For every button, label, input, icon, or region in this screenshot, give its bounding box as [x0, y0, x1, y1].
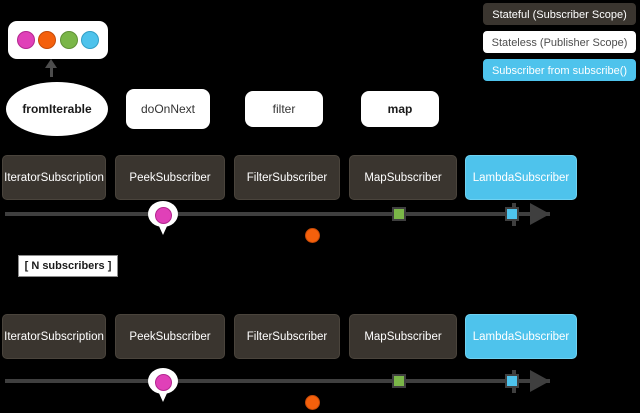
marble-magenta-1 — [155, 207, 172, 224]
orange-dot-icon — [38, 31, 57, 49]
chain-box-iteratorsubscription-2[interactable]: IteratorSubscription — [2, 314, 106, 359]
timeline-line-1 — [5, 212, 550, 216]
blue-dot-icon — [81, 31, 100, 49]
marble-green-1 — [392, 207, 406, 221]
source-marble-box — [8, 21, 108, 59]
timeline-line-2 — [5, 379, 550, 383]
marble-blue-2 — [505, 374, 519, 388]
chain-box-peeksubscriber-1[interactable]: PeekSubscriber — [115, 155, 225, 200]
marble-bubble-tail-2-icon — [158, 391, 168, 402]
marble-blue-1 — [505, 207, 519, 221]
operator-filter[interactable]: filter — [245, 91, 323, 127]
magenta-dot-icon — [16, 31, 35, 49]
timeline-arrowhead-1-icon — [530, 203, 550, 225]
legend-item-stateful: Stateful (Subscriber Scope) — [483, 3, 636, 25]
operator-map[interactable]: map — [361, 91, 439, 127]
chain-box-lambdasubscriber-1[interactable]: LambdaSubscriber — [465, 155, 577, 200]
chain-box-filtersubscriber-1[interactable]: FilterSubscriber — [234, 155, 340, 200]
marble-magenta-2 — [155, 374, 172, 391]
marble-green-2 — [392, 374, 406, 388]
timeline-arrowhead-2-icon — [530, 370, 550, 392]
operator-doonnext[interactable]: doOnNext — [126, 89, 210, 129]
chain-box-filtersubscriber-2[interactable]: FilterSubscriber — [234, 314, 340, 359]
chain-box-iteratorsubscription-1[interactable]: IteratorSubscription — [2, 155, 106, 200]
subscribe-arrow-head-icon — [45, 59, 57, 68]
chain-box-mapsubscriber-1[interactable]: MapSubscriber — [349, 155, 457, 200]
marble-orange-dropped-1 — [305, 228, 320, 243]
legend-item-subscriber: Subscriber from subscribe() — [483, 59, 636, 81]
operator-fromiterable[interactable]: fromIterable — [6, 82, 108, 136]
n-subscribers-note: [ N subscribers ] — [18, 255, 118, 277]
marble-orange-dropped-2 — [305, 395, 320, 410]
marble-bubble-tail-1-icon — [158, 224, 168, 235]
legend-item-stateless: Stateless (Publisher Scope) — [483, 31, 636, 53]
chain-box-peeksubscriber-2[interactable]: PeekSubscriber — [115, 314, 225, 359]
green-dot-icon — [59, 31, 78, 49]
subscribe-arrow-stem — [50, 66, 53, 77]
chain-box-lambdasubscriber-2[interactable]: LambdaSubscriber — [465, 314, 577, 359]
chain-box-mapsubscriber-2[interactable]: MapSubscriber — [349, 314, 457, 359]
